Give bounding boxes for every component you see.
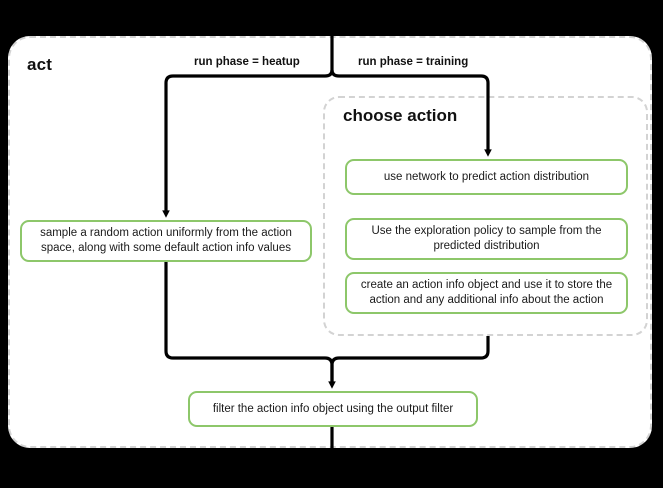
node-use-network[interactable]: use network to predict action distributi… — [345, 159, 628, 195]
choose-action-container-title: choose action — [343, 106, 458, 125]
act-container-title: act — [27, 55, 53, 74]
edge-label-training: run phase = training — [355, 56, 472, 68]
node-create-action-info[interactable]: create an action info object and use it … — [345, 272, 628, 314]
edge-label-heatup: run phase = heatup — [191, 56, 303, 68]
node-filter-output[interactable]: filter the action info object using the … — [188, 391, 478, 427]
node-exploration-policy[interactable]: Use the exploration policy to sample fro… — [345, 218, 628, 260]
node-sample-random-action[interactable]: sample a random action uniformly from th… — [20, 220, 312, 262]
